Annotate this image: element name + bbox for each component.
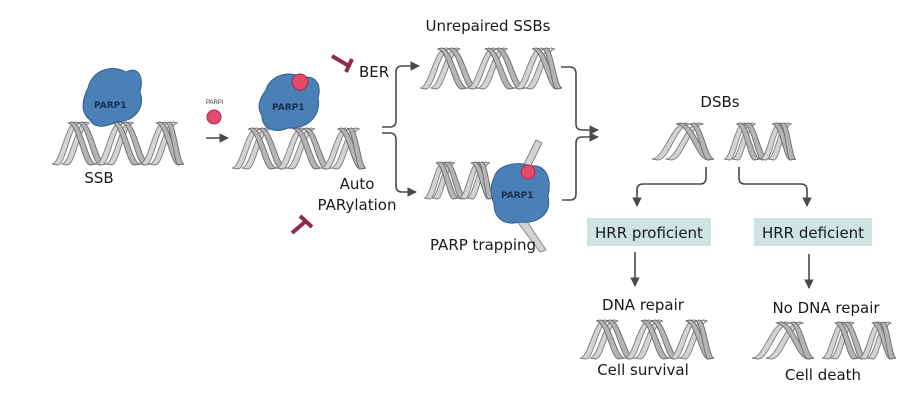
arrow-to-unrepaired-ssbs xyxy=(382,61,420,128)
parp-inhibitor-icon xyxy=(206,109,222,125)
dna-strand-falling xyxy=(743,122,769,161)
stage1-parp1-label: PARP1 xyxy=(94,101,127,111)
dna-strand-rising xyxy=(731,122,756,161)
dna-strand-falling xyxy=(484,47,515,90)
cell-survival-label: Cell survival xyxy=(597,361,689,379)
dna-strand-falling xyxy=(435,161,460,200)
dna-strand-falling xyxy=(595,319,625,360)
dna-strand-falling xyxy=(443,161,467,200)
arrow-to-hrr-proficient xyxy=(632,167,707,207)
dna-strand-rising xyxy=(330,127,360,170)
parp-trapping-label: PARP trapping xyxy=(430,236,536,254)
trapped-parp-inhibitor-icon xyxy=(520,164,536,180)
bound-parp-inhibitor-icon xyxy=(291,73,309,91)
arrow-to-parp-trapping xyxy=(382,132,417,197)
dna-strand-rising xyxy=(466,161,491,200)
arrow-trapping-to-dsbs xyxy=(562,132,599,201)
dna-strand-falling xyxy=(694,319,715,360)
dna-strand-falling xyxy=(879,321,897,360)
auto-label: Auto xyxy=(340,175,375,193)
autoparylation-inhibition-icon xyxy=(290,214,314,235)
dna-strand-falling xyxy=(478,161,495,200)
broken-dna-right-fragment xyxy=(821,321,897,360)
dna-strand-rising xyxy=(866,321,892,360)
dna-strand-rising xyxy=(634,319,664,360)
dna-strand-falling xyxy=(736,122,761,161)
dna-strand-falling xyxy=(247,127,277,170)
dna-strand-rising xyxy=(665,122,704,161)
parylation-label: PARylation xyxy=(318,196,397,214)
stage2-dna-helix xyxy=(231,127,367,170)
dna-strand-rising xyxy=(477,47,508,90)
dna-strand-falling xyxy=(541,47,563,90)
trapped-dna-helix xyxy=(423,161,495,200)
parpi-label: PARPi xyxy=(206,100,223,106)
stage2-parp1-label: PARP1 xyxy=(272,103,305,113)
dna-strand-falling xyxy=(834,321,860,360)
dna-strand-falling xyxy=(346,127,367,170)
dna-strand-falling xyxy=(437,47,468,90)
ber-label: BER xyxy=(359,63,389,81)
dna-strand-falling xyxy=(640,319,670,360)
dna-strand-rising xyxy=(678,319,708,360)
dna-strand-falling xyxy=(67,121,97,166)
dna-strand-rising xyxy=(431,161,456,200)
dna-strand-falling xyxy=(689,122,715,161)
dna-strand-rising xyxy=(430,47,461,90)
dna-strand-rising xyxy=(765,321,804,360)
arrow-unrepaired-to-dsbs xyxy=(561,66,599,135)
dna-strand-rising xyxy=(767,122,792,161)
hrr-deficient-label: HRR deficient xyxy=(762,224,864,242)
broken-dna-left-fragment xyxy=(751,321,815,360)
dna-strand-rising xyxy=(61,121,91,166)
dna-strand-falling xyxy=(779,122,797,161)
dsbs-label: DSBs xyxy=(700,93,739,111)
dna-strand-falling xyxy=(165,121,185,166)
arrow-to-hrr-deficient xyxy=(738,167,812,207)
repaired-dna-helix xyxy=(579,319,715,360)
dsb-dna-left-fragment xyxy=(651,122,715,161)
dna-strand-falling xyxy=(111,121,141,166)
dsb-dna-right-fragment xyxy=(723,122,797,161)
dna-strand-rising xyxy=(524,47,556,90)
dna-strand-rising xyxy=(149,121,179,166)
ber-inhibition-icon xyxy=(330,54,354,73)
unrepaired-ssbs-label: Unrepaired SSBs xyxy=(426,17,551,35)
hrr-deficient-box xyxy=(754,218,872,246)
trapped-parp1-label: PARP1 xyxy=(501,191,534,201)
dna-strand-rising xyxy=(105,121,135,166)
dna-repair-label: DNA repair xyxy=(602,296,685,314)
ssb-label: SSB xyxy=(84,169,113,187)
no-dna-repair-label: No DNA repair xyxy=(772,299,880,317)
stage1-dna-helix xyxy=(51,121,185,166)
hrr-proficient-label: HRR proficient xyxy=(595,224,703,242)
dna-strand-rising xyxy=(589,319,619,360)
hrr-proficient-box xyxy=(587,218,711,246)
cell-death-label: Cell death xyxy=(785,366,861,384)
unrepaired-ssbs-dna-helix xyxy=(419,47,563,90)
stage1-parp1-protein xyxy=(82,68,142,127)
dna-strand-rising xyxy=(829,321,855,360)
dna-strand-rising xyxy=(286,127,316,170)
dna-strand-falling xyxy=(842,321,868,360)
dna-strand-falling xyxy=(789,321,815,360)
dna-strand-falling xyxy=(292,127,322,170)
